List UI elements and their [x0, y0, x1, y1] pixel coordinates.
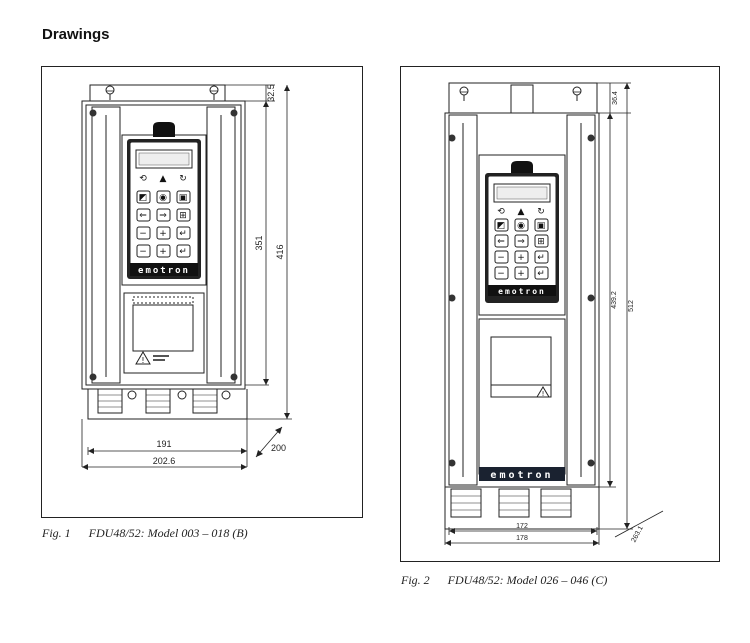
key-label: ▲ — [518, 207, 525, 217]
key-label: + — [517, 253, 525, 263]
keyhole-slot-right — [209, 85, 219, 100]
dim-total-height: 512 — [628, 300, 635, 312]
dim-total-width: 178 — [516, 535, 528, 542]
dim-total-width: 202.6 — [153, 456, 176, 466]
figure-1-title: FDU48/52: Model 003 – 018 (B) — [88, 526, 248, 540]
control-panel: ⟲ ▲ ↻ ◩ ◉ ▣ ⇐ ⇒ ⊞ − + ↵ − + ↵ emotron — [127, 139, 201, 279]
dim-inner-width: 191 — [156, 439, 171, 449]
key-label: ⊞ — [537, 237, 545, 247]
key-label: ◩ — [139, 193, 148, 203]
dim-top-offset: 32.5 — [266, 84, 276, 102]
key-label: ⟲ — [497, 207, 505, 217]
keyhole-slot-left — [459, 86, 469, 101]
svg-text:!: ! — [141, 356, 144, 365]
dim-depth: 200 — [271, 443, 286, 453]
cable-glands — [97, 388, 231, 414]
brand-strip: emotron — [479, 467, 565, 481]
key-label: ↻ — [179, 174, 187, 184]
keyhole-slot-left — [105, 85, 115, 100]
mounting-screws — [448, 134, 595, 467]
brand-logo: emotron — [498, 287, 546, 296]
key-label: − — [139, 229, 147, 239]
key-label: ↻ — [537, 207, 545, 217]
key-label: + — [159, 229, 167, 239]
figure-2-title: FDU48/52: Model 026 – 046 (C) — [447, 573, 608, 587]
key-label: ↵ — [179, 247, 187, 257]
dim-top-offset: 36.4 — [612, 91, 619, 105]
key-label: ◉ — [517, 221, 525, 231]
key-label: ⇒ — [517, 237, 525, 247]
key-label: ◉ — [159, 193, 167, 203]
key-label: ⇐ — [139, 211, 147, 221]
key-label: ◩ — [497, 221, 506, 231]
control-panel: ⟲ ▲ ↻ ◩ ◉ ▣ ⇐ ⇒ ⊞ − + ↵ − + ↵ emotron — [485, 173, 559, 303]
brand-strip-text: emotron — [490, 470, 553, 481]
figure-1-caption: Fig. 1 FDU48/52: Model 003 – 018 (B) — [42, 526, 248, 541]
key-label: ⇐ — [497, 237, 505, 247]
dim-total-height: 416 — [275, 244, 285, 259]
warning-icon: ! — [536, 386, 550, 398]
cable-glands — [450, 488, 572, 518]
warning-icon: ! — [135, 351, 169, 365]
keypad-handle — [153, 122, 175, 137]
figure-2-drawing: ⟲ ▲ ↻ ◩ ◉ ▣ ⇐ ⇒ ⊞ − + ↵ − + ↵ emotron ! — [400, 66, 720, 562]
keyhole-slot-right — [572, 86, 582, 101]
svg-text:!: ! — [542, 390, 545, 398]
figure-2-number: Fig. 2 — [401, 573, 430, 587]
figure-2-caption: Fig. 2 FDU48/52: Model 026 – 046 (C) — [401, 573, 607, 588]
key-label: ▲ — [160, 174, 167, 184]
key-label: ↵ — [537, 253, 545, 263]
figure-1-number: Fig. 1 — [42, 526, 71, 540]
figure-1-drawing: ⟲ ▲ ↻ ◩ ◉ ▣ ⇐ ⇒ ⊞ − + ↵ − + ↵ emotron ! — [41, 66, 363, 518]
dim-inner-width: 172 — [516, 523, 528, 530]
key-label: ⇒ — [159, 211, 167, 221]
mounting-screws — [89, 109, 238, 381]
key-label: − — [139, 247, 147, 257]
key-label: − — [497, 253, 505, 263]
key-label: ⊞ — [179, 211, 187, 221]
key-label: + — [517, 269, 525, 279]
key-label: ▣ — [537, 221, 546, 231]
key-label: + — [159, 247, 167, 257]
keypad-handle — [511, 161, 533, 175]
dim-inner-height: 351 — [254, 235, 264, 250]
dim-inner-height: 439.2 — [611, 291, 618, 309]
key-label: − — [497, 269, 505, 279]
key-label: ↵ — [179, 229, 187, 239]
brand-logo: emotron — [138, 266, 190, 276]
key-label: ⟲ — [139, 174, 147, 184]
page-heading: Drawings — [42, 26, 110, 43]
key-label: ↵ — [537, 269, 545, 279]
key-label: ▣ — [179, 193, 188, 203]
